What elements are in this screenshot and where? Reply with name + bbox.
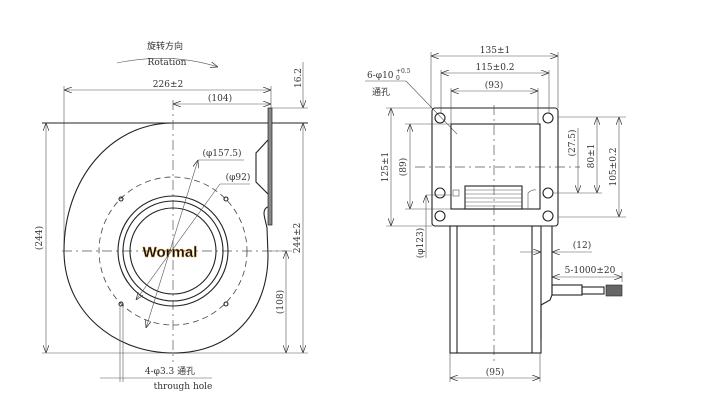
bolt-circle <box>98 176 248 326</box>
rotation-label-en: Rotation <box>148 58 187 68</box>
flange-hole <box>542 210 554 222</box>
brand-logo: Wormal <box>143 244 198 261</box>
flange-hole <box>542 112 554 124</box>
hole-pitch-y-small-label: 80±1 <box>587 144 597 169</box>
hole-pitch-y-label: 105±0.2 <box>609 147 619 186</box>
hole-tol-lower: 0 <box>396 75 400 82</box>
outlet-opening <box>450 123 541 210</box>
mount-hole <box>118 301 124 307</box>
motor-end-cap <box>540 225 553 306</box>
cable <box>551 284 623 297</box>
hole-spec-label: 4-φ3.3 通孔 <box>145 366 195 377</box>
outlet-bracket <box>255 139 269 195</box>
step-label: (12) <box>573 240 591 251</box>
mount-hole <box>223 301 229 307</box>
flange-height-label: 125±1 <box>381 152 391 182</box>
hole-tol-upper: +0.5 <box>396 68 411 75</box>
side-hole-spec-cn: 通孔 <box>372 87 390 98</box>
center-offset-label: (27.5) <box>567 129 578 156</box>
width-label: 226±2 <box>153 80 183 90</box>
motor-width-label: (95) <box>486 367 504 378</box>
height-ref-label: (244) <box>34 226 45 250</box>
mount-hole <box>223 196 229 202</box>
outer-diameter-label: (φ157.5) <box>202 148 241 159</box>
impeller-blades <box>452 185 537 210</box>
flange-hole <box>434 187 446 199</box>
flange-hole <box>542 187 554 199</box>
connector-icon <box>605 284 623 297</box>
height-label: 244±2 <box>293 223 303 253</box>
hole-spec-en-label: through hole <box>154 382 213 392</box>
rotation-arrow-icon <box>116 58 218 67</box>
offset-label: (104) <box>208 93 232 104</box>
hole-pitch-x-label: 115±0.2 <box>475 63 514 73</box>
mount-hole <box>118 196 124 202</box>
flange-offset-label: 16.2 <box>294 68 304 88</box>
front-view: 旋转方向 Rotation 226±2 (104) 16.2 (244) 244… <box>34 40 308 392</box>
flange-hole <box>434 210 446 222</box>
center-height-label: (108) <box>275 290 286 314</box>
flange-width-label: 135±1 <box>480 46 510 56</box>
cable-label: 5-1000±20 <box>565 266 616 276</box>
motor-diameter-label: (φ123) <box>415 228 426 259</box>
motor-body <box>449 225 542 354</box>
volute-housing <box>63 122 272 354</box>
opening-width-label: (93) <box>485 80 503 91</box>
outlet-flange <box>267 107 273 226</box>
side-hole-spec-label: 6-φ10 <box>367 71 394 81</box>
rotation-label-cn: 旋转方向 <box>147 40 183 52</box>
inlet-diameter-label: (φ92) <box>226 172 251 183</box>
flange-hole <box>434 112 446 124</box>
opening-height-label: (89) <box>398 158 409 176</box>
side-view: 135±1 115±0.2 (93) 6-φ10 +0.5 0 通孔 <box>365 46 626 382</box>
